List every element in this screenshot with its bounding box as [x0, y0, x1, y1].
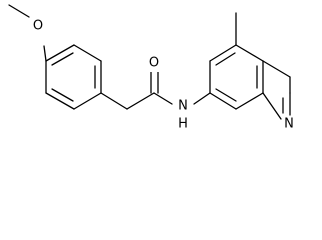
pyridine-inner-double-bond: [215, 88, 237, 102]
benzene-ring-bond: [45, 44, 75, 62]
pyridine-ring-bond: [235, 92, 264, 110]
benzene-ring-bond: [45, 92, 75, 110]
benzene-ring-bond: [73, 92, 102, 110]
structure-canvas: O O N H N: [8, 4, 297, 132]
methoxy-oxygen-background: [31, 16, 45, 34]
carbonyl-to-nitrogen-bond: [153, 92, 173, 105]
methylene-to-carbonyl-bond: [126, 92, 155, 110]
methyl-to-oxygen-bond: [8, 4, 30, 18]
aryl-to-methylene-bond: [100, 92, 128, 110]
amide-nitrogen-label: N: [178, 99, 188, 114]
benzene-ring-bond: [73, 44, 102, 62]
benzene-inner-double-bond: [51, 52, 74, 66]
pyridine-top-right-bond: [262, 60, 291, 78]
pyridine-inner-double-bond: [215, 52, 236, 66]
nitrogen-to-pyridine-bond: [193, 92, 211, 105]
carbonyl-oxygen-label: O: [149, 56, 159, 71]
amide-hydrogen-label: H: [178, 117, 188, 132]
pyridine-nitrogen-label: N: [284, 117, 294, 132]
pyridine-ring-bond: [209, 44, 237, 62]
amide-nitrogen-background: [175, 97, 191, 115]
benzene-inner-double-bond: [51, 88, 74, 102]
methoxy-oxygen-label: O: [33, 19, 43, 34]
amide-hydrogen-background: [175, 115, 191, 132]
molecule-diagram: O O N H N: [8, 4, 297, 132]
carbonyl-oxygen-background: [147, 54, 161, 72]
oxygen-to-aryl-bond: [43, 45, 47, 62]
pyridine-nitrogen-connection-bond: [262, 92, 282, 120]
pyridine-nitrogen-background: [281, 114, 297, 132]
pyridine-ring-bond: [235, 44, 264, 62]
pyridine-ring-bond: [209, 92, 237, 110]
